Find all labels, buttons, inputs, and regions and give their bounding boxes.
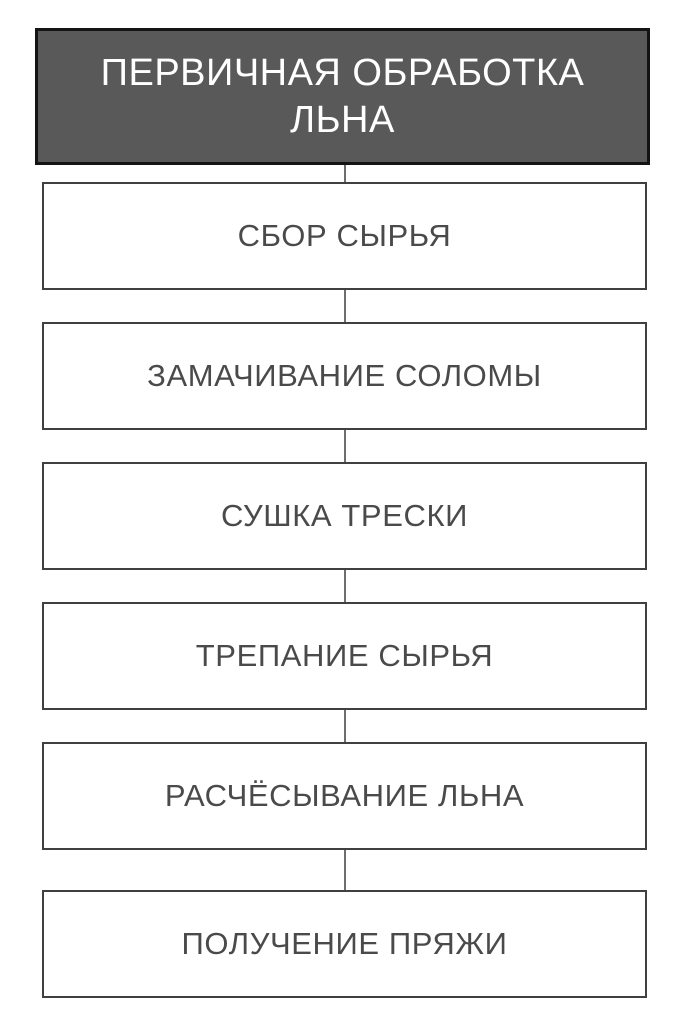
process-node-label-step-5: РАСЧЁСЫВАНИЕ ЛЬНА: [164, 778, 525, 814]
connector-step-5-to-step-6: [344, 850, 346, 890]
process-node-label-step-4: ТРЕПАНИЕ СЫРЬЯ: [195, 638, 494, 674]
process-node-step-6: ПОЛУЧЕНИЕ ПРЯЖИ: [42, 890, 647, 998]
process-node-step-1: СБОР СЫРЬЯ: [42, 182, 647, 290]
connector-step-3-to-step-4: [344, 570, 346, 602]
connector-step-4-to-step-5: [344, 710, 346, 742]
process-node-step-3: СУШКА ТРЕСКИ: [42, 462, 647, 570]
process-node-step-2: ЗАМАЧИВАНИЕ СОЛОМЫ: [42, 322, 647, 430]
process-node-label-step-1: СБОР СЫРЬЯ: [237, 218, 452, 254]
process-node-label-step-2: ЗАМАЧИВАНИЕ СОЛОМЫ: [147, 358, 542, 394]
process-node-step-4: ТРЕПАНИЕ СЫРЬЯ: [42, 602, 647, 710]
connector-header-to-step-1: [344, 165, 346, 182]
diagram-title: ПЕРВИЧНАЯ ОБРАБОТКА ЛЬНА: [100, 52, 585, 141]
process-node-label-step-3: СУШКА ТРЕСКИ: [220, 498, 469, 534]
process-node-step-5: РАСЧЁСЫВАНИЕ ЛЬНА: [42, 742, 647, 850]
connector-step-1-to-step-2: [344, 290, 346, 322]
process-node-label-step-6: ПОЛУЧЕНИЕ ПРЯЖИ: [181, 926, 508, 962]
connector-step-2-to-step-3: [344, 430, 346, 462]
diagram-header-node: ПЕРВИЧНАЯ ОБРАБОТКА ЛЬНА: [35, 28, 650, 165]
